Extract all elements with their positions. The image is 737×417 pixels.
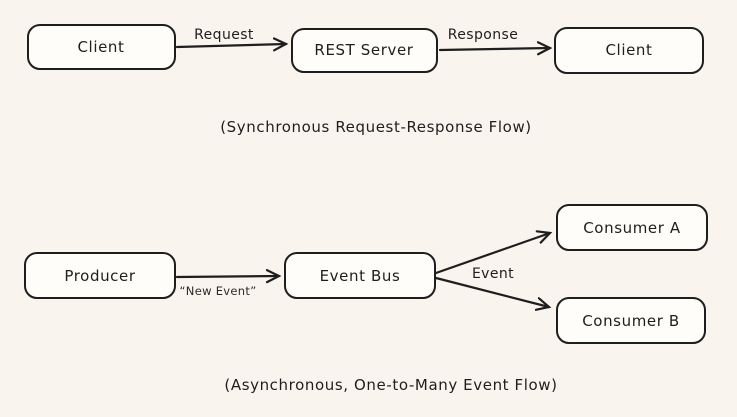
node-client-1 — [27, 24, 176, 70]
edge-request-arrow — [175, 44, 286, 47]
node-event-bus — [284, 252, 436, 299]
edge-response-label: Response — [448, 27, 518, 43]
node-client-2 — [554, 27, 704, 74]
node-event-bus-label: Event Bus — [320, 267, 401, 285]
edge-new-event-label: “New Event” — [180, 284, 257, 298]
node-producer-label: Producer — [64, 267, 136, 285]
node-rest-server — [291, 28, 438, 73]
sync-flow-diagram: Client Request REST Server Response Clie… — [27, 24, 704, 136]
edge-event-arrow-consumer-b — [434, 276, 549, 307]
node-client-1-label: Client — [77, 38, 124, 56]
node-consumer-b-label: Consumer B — [582, 312, 680, 330]
async-flow-caption: (Asynchronous, One-to-Many Event Flow) — [224, 376, 557, 394]
node-consumer-a — [556, 204, 708, 251]
sync-flow-caption: (Synchronous Request-Response Flow) — [220, 118, 532, 136]
edge-request-label: Request — [194, 27, 254, 43]
node-consumer-a-label: Consumer A — [583, 219, 681, 237]
edge-event-arrow-consumer-a — [434, 233, 550, 275]
async-flow-diagram: Producer “New Event” Event Bus Event Con… — [24, 204, 708, 394]
node-rest-server-label: REST Server — [314, 41, 413, 59]
node-consumer-b — [556, 297, 706, 344]
node-producer — [24, 252, 176, 299]
edge-event-label: Event — [472, 266, 514, 282]
edge-response-arrow — [438, 48, 550, 50]
edge-new-event-arrow — [175, 276, 279, 277]
node-client-2-label: Client — [605, 41, 652, 59]
